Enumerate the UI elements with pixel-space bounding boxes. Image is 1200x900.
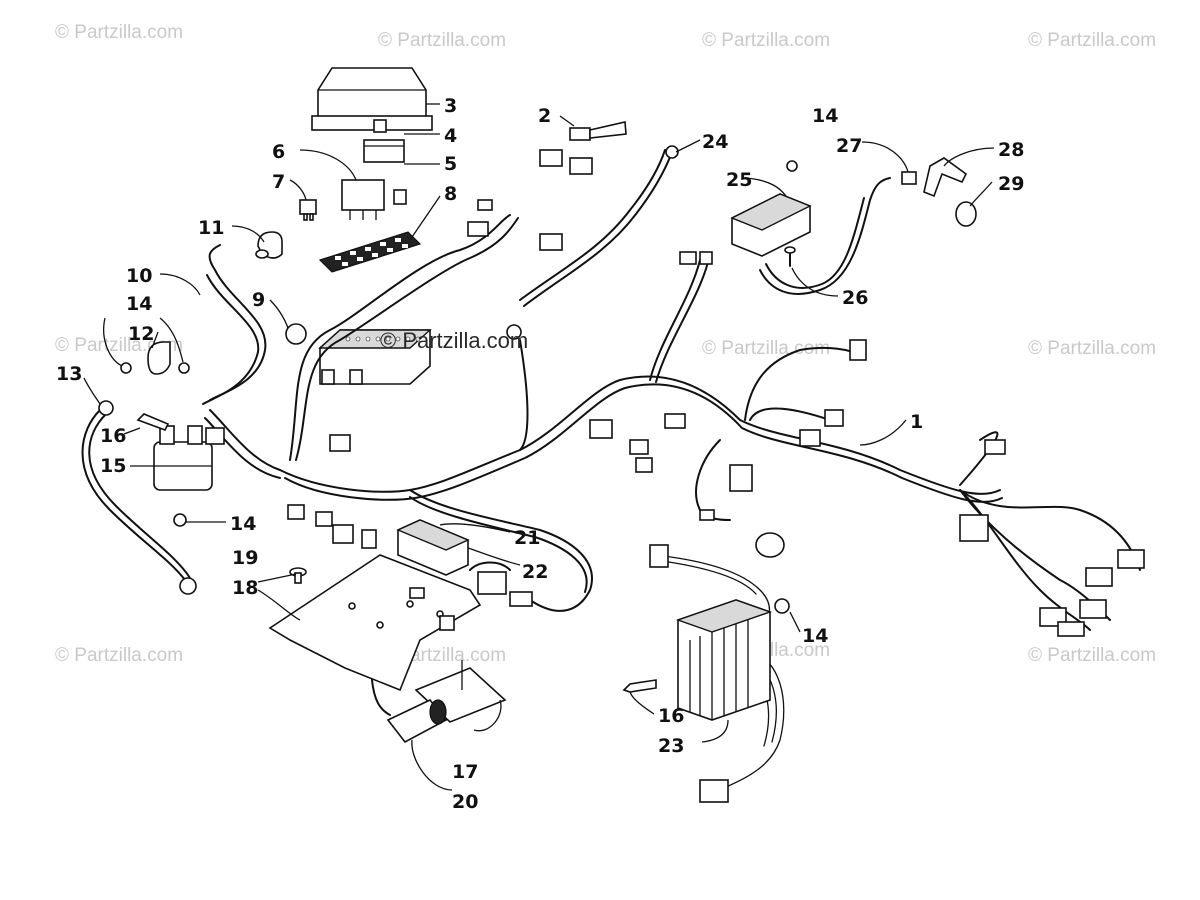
callout-28: 28 <box>998 139 1024 161</box>
callout-19: 19 <box>232 547 258 569</box>
callout-12: 12 <box>128 323 154 345</box>
plastic-rivet <box>289 567 307 584</box>
ring-terminal <box>98 400 114 416</box>
starter-solenoid <box>153 425 225 491</box>
watermark-text: © Partzilla.com <box>702 338 831 359</box>
nut <box>774 598 790 614</box>
callout-14-bottom-right: 14 <box>802 625 828 647</box>
screw <box>136 413 170 431</box>
coil-screw <box>784 246 796 267</box>
main-wire-harness <box>81 149 1141 791</box>
callout-17: 17 <box>452 761 478 783</box>
fuse <box>299 199 317 221</box>
callout-27: 27 <box>836 135 862 157</box>
ring-terminal <box>179 577 197 595</box>
callout-11: 11 <box>198 217 224 239</box>
accessory-plug <box>386 699 448 744</box>
watermark-text: © Partzilla.com <box>1028 645 1157 666</box>
callout-16-right: 16 <box>658 705 684 727</box>
callout-18: 18 <box>232 577 258 599</box>
regulator-connector <box>699 779 729 803</box>
ring-terminal <box>506 324 522 340</box>
mounting-plate <box>268 554 482 692</box>
watermark-text: © Partzilla.com <box>378 30 507 51</box>
callout-1: 1 <box>910 411 923 433</box>
callout-8: 8 <box>444 183 457 205</box>
relay-small <box>363 139 405 163</box>
ring-terminal <box>665 145 679 159</box>
terminal-boot <box>255 231 283 259</box>
watermark-text: © Partzilla.com <box>55 645 184 666</box>
callout-10: 10 <box>126 265 152 287</box>
callout-labels: 3 4 5 6 7 8 11 9 10 14 12 13 16 15 14 2 … <box>56 95 1024 813</box>
watermark-text: © Partzilla.com <box>702 30 831 51</box>
callout-2: 2 <box>538 105 551 127</box>
callout-14-top-right: 14 <box>812 105 838 127</box>
cap-cover <box>955 201 977 227</box>
callout-13: 13 <box>56 363 82 385</box>
callout-6: 6 <box>272 141 285 163</box>
watermark-center: © Partzilla.com <box>380 328 529 353</box>
callout-16-left: 16 <box>100 425 126 447</box>
callout-14-top-left: 14 <box>126 293 152 315</box>
callout-5: 5 <box>444 153 457 175</box>
callout-7: 7 <box>272 171 285 193</box>
callout-14-bottom-left: 14 <box>230 513 256 535</box>
callout-20: 20 <box>452 791 478 813</box>
regulator-connector <box>649 544 669 568</box>
voltage-regulator <box>675 599 773 721</box>
mini-fuse <box>393 189 407 205</box>
washer <box>178 362 190 374</box>
washer <box>120 362 132 374</box>
washer <box>786 160 798 172</box>
watermark-text: © Partzilla.com <box>1028 30 1157 51</box>
regulator-bolt <box>622 679 657 693</box>
fuse-panel-board <box>318 231 422 273</box>
clip-ring <box>285 323 307 345</box>
callout-26: 26 <box>842 287 868 309</box>
callout-3: 3 <box>444 95 457 117</box>
ignition-coil <box>730 193 812 257</box>
watermark-text: © Partzilla.com <box>1028 338 1157 359</box>
callout-4: 4 <box>444 125 457 147</box>
callout-25: 25 <box>726 169 752 191</box>
callout-15: 15 <box>100 455 126 477</box>
nut <box>173 513 187 527</box>
callout-24: 24 <box>702 131 728 153</box>
callout-9: 9 <box>252 289 265 311</box>
watermark-text: © Partzilla.com <box>55 22 184 43</box>
elbow-boot <box>147 341 171 375</box>
fuse-box-cover <box>311 67 433 133</box>
spark-plug-cap <box>923 157 968 198</box>
spark-plug-boot-seal <box>901 171 917 185</box>
cdi-module <box>396 519 470 576</box>
callout-21: 21 <box>514 527 540 549</box>
callout-22: 22 <box>522 561 548 583</box>
callout-29: 29 <box>998 173 1024 195</box>
leader-lines <box>83 103 995 791</box>
relay <box>341 179 385 220</box>
harness-connectors <box>287 149 1145 637</box>
callout-23: 23 <box>658 735 684 757</box>
connector-terminal <box>569 121 627 141</box>
